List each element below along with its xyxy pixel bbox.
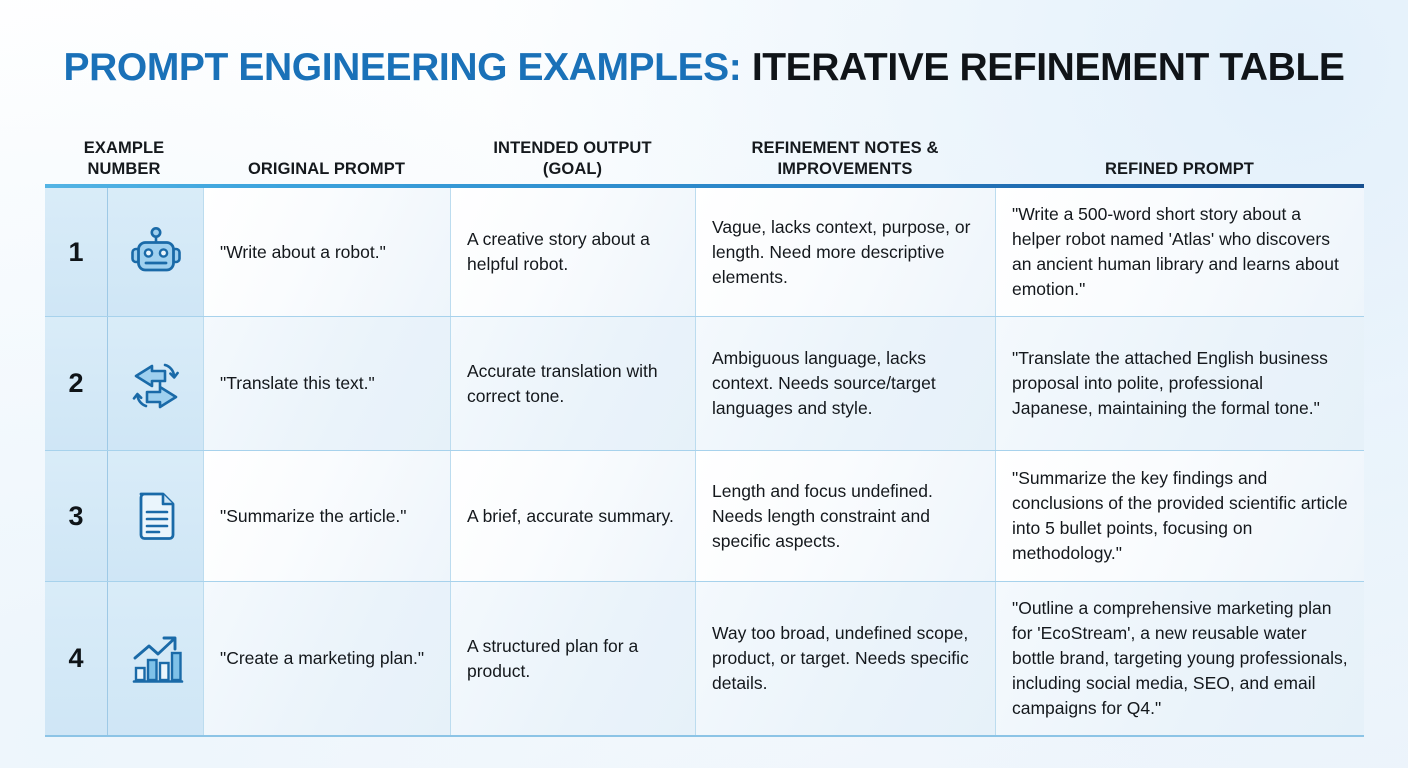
column-header-intended-output-line2: (GOAL)	[542, 160, 603, 178]
cell-original-prompt: "Create a marketing plan."	[203, 582, 450, 735]
cell-refined-prompt: "Translate the attached English business…	[995, 317, 1364, 450]
cell-refinement-notes: Length and focus undefined. Needs length…	[695, 451, 995, 581]
column-header-refined-prompt: REFINED PROMPT	[1105, 160, 1254, 178]
cell-intended-output: A structured plan for a product.	[450, 582, 695, 735]
row-number: 4	[45, 582, 107, 735]
header-divider-rule	[45, 184, 1364, 188]
page-title-highlight: PROMPT ENGINEERING EXAMPLES:	[63, 46, 742, 89]
cell-refined-prompt: "Outline a comprehensive marketing plan …	[995, 582, 1364, 735]
column-header-example-number: EXAMPLE NUMBER	[45, 138, 203, 184]
table-row: 2 "Translate this text." Accurate transl…	[45, 317, 1364, 451]
column-header-example-number-line2: NUMBER	[87, 160, 161, 178]
row-number: 2	[45, 317, 107, 450]
cell-intended-output: Accurate translation with correct tone.	[450, 317, 695, 450]
table-row: 4 "Create a marketing plan." A structure…	[45, 582, 1364, 737]
cell-original-prompt: "Translate this text."	[203, 317, 450, 450]
document-icon	[107, 451, 203, 581]
row-number: 1	[45, 188, 107, 316]
column-header-intended-output-line1: INTENDED OUTPUT	[493, 139, 652, 157]
cell-original-prompt: "Summarize the article."	[203, 451, 450, 581]
translate-arrows-icon	[107, 317, 203, 450]
column-header-refinement-notes: REFINEMENT NOTES & IMPROVEMENTS	[695, 138, 995, 184]
cell-refinement-notes: Ambiguous language, lacks context. Needs…	[695, 317, 995, 450]
column-header-refinement-notes-line2: IMPROVEMENTS	[777, 160, 913, 178]
bar-chart-growth-icon	[107, 582, 203, 735]
cell-refinement-notes: Vague, lacks context, purpose, or length…	[695, 188, 995, 316]
cell-original-prompt: "Write about a robot."	[203, 188, 450, 316]
robot-icon	[107, 188, 203, 316]
cell-intended-output: A brief, accurate summary.	[450, 451, 695, 581]
page-title-rest: ITERATIVE REFINEMENT TABLE	[741, 46, 1345, 89]
cell-refined-prompt: "Write a 500-word short story about a he…	[995, 188, 1364, 316]
iterative-refinement-table: EXAMPLE NUMBER ORIGINAL PROMPT INTENDED …	[45, 118, 1364, 737]
cell-intended-output: A creative story about a helpful robot.	[450, 188, 695, 316]
column-header-intended-output: INTENDED OUTPUT (GOAL)	[450, 138, 695, 184]
cell-refined-prompt: "Summarize the key findings and conclusi…	[995, 451, 1364, 581]
table-header-row: EXAMPLE NUMBER ORIGINAL PROMPT INTENDED …	[45, 118, 1364, 184]
row-number: 3	[45, 451, 107, 581]
page-title: PROMPT ENGINEERING EXAMPLES: ITERATIVE R…	[0, 44, 1408, 92]
table-row: 3 "Summarize the article." A brief, accu…	[45, 451, 1364, 582]
column-header-refinement-notes-line1: REFINEMENT NOTES &	[751, 139, 939, 157]
table-row: 1 "Write about a robot." A creative stor…	[45, 188, 1364, 317]
column-header-example-number-line1: EXAMPLE	[83, 139, 165, 157]
column-header-original-prompt: ORIGINAL PROMPT	[247, 160, 406, 178]
cell-refinement-notes: Way too broad, undefined scope, product,…	[695, 582, 995, 735]
